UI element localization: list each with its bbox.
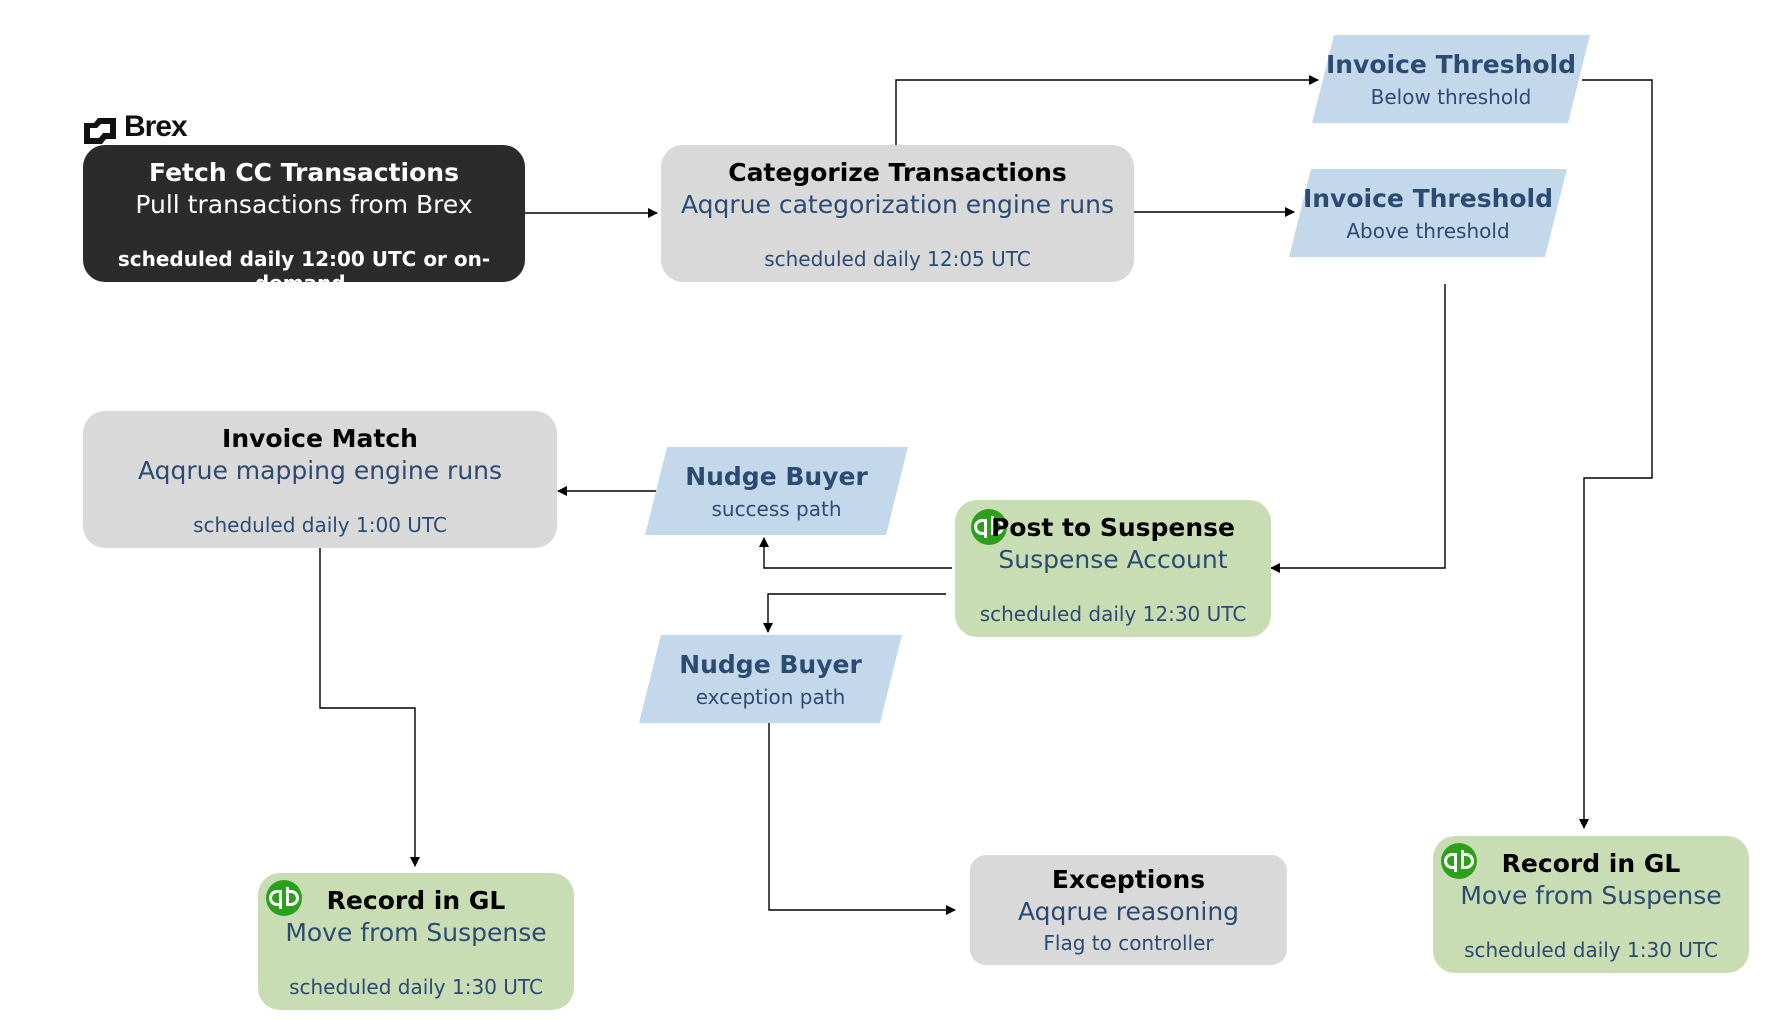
node-invoice-match: Invoice Match Aqqrue mapping engine runs… [83, 411, 557, 548]
quickbooks-icon [266, 880, 302, 916]
decision-threshold-above: Invoice Threshold Above threshold [1289, 169, 1567, 257]
node-subtitle: Aqqrue mapping engine runs [137, 456, 503, 485]
node-title: Record in GL [1501, 849, 1681, 878]
node-fetch-transactions: Fetch CC Transactions Pull transactions … [83, 145, 525, 295]
node-title: Invoice Match [222, 424, 418, 453]
node-schedule: scheduled daily 1:30 UTC [1464, 938, 1718, 962]
node-subtitle: Move from Suspense [285, 918, 547, 947]
node-subtitle: Aqqrue reasoning [1017, 897, 1240, 926]
decision-nudge-success: Nudge Buyer success path [645, 447, 908, 535]
node-schedule: scheduled daily 1:00 UTC [193, 513, 447, 537]
edge-post-suspense-nudge-success [759, 537, 952, 569]
decision-title: Invoice Threshold [1302, 184, 1554, 213]
decision-threshold-below: Invoice Threshold Below threshold [1312, 35, 1590, 123]
decision-subtitle: success path [711, 497, 842, 521]
edge-threshold-above-post-suspense [1270, 284, 1446, 573]
decision-subtitle: exception path [695, 685, 846, 709]
quickbooks-icon [971, 509, 1007, 545]
node-subtitle: Suspense Account [998, 545, 1228, 574]
node-schedule: scheduled daily 12:30 UTC [979, 602, 1247, 626]
edge-nudge-exception-exceptions [768, 722, 956, 915]
brex-logo-text: Brex [124, 110, 188, 143]
node-title: Fetch CC Transactions [149, 158, 459, 187]
node-subtitle: Move from Suspense [1460, 881, 1722, 910]
decision-title: Nudge Buyer [679, 650, 862, 679]
node-subtitle: Pull transactions from Brex [135, 190, 473, 219]
node-detail: Flag to controller [1043, 931, 1214, 955]
decision-subtitle: Below threshold [1370, 85, 1532, 109]
node-record-in-gl-left: Record in GL Move from Suspense schedule… [258, 873, 574, 1010]
edge-post-suspense-nudge-exception [763, 593, 946, 633]
node-schedule: scheduled daily 1:30 UTC [289, 975, 543, 999]
brex-logo-icon [84, 118, 116, 144]
node-exceptions: Exceptions Aqqrue reasoning Flag to cont… [970, 855, 1287, 965]
node-post-to-suspense: Post to Suspense Suspense Account schedu… [955, 500, 1271, 637]
node-schedule: scheduled daily 12:00 UTC or on-demand. [117, 247, 491, 295]
node-subtitle: Aqqrue categorization engine runs [681, 190, 1114, 219]
edge-categorize-threshold-below [895, 75, 1319, 145]
decision-nudge-exception: Nudge Buyer exception path [639, 635, 902, 723]
node-title: Record in GL [326, 886, 506, 915]
node-record-in-gl-right: Record in GL Move from Suspense schedule… [1433, 836, 1749, 973]
decision-title: Nudge Buyer [685, 462, 868, 491]
node-title: Post to Suspense [990, 513, 1236, 542]
node-title: Exceptions [1051, 865, 1206, 894]
decision-subtitle: Above threshold [1346, 219, 1510, 243]
decision-title: Invoice Threshold [1325, 50, 1577, 79]
node-title: Categorize Transactions [728, 158, 1067, 187]
quickbooks-icon [1441, 843, 1477, 879]
edge-threshold-below-record-right [1579, 79, 1653, 829]
edge-invoice-match-record-left [319, 548, 420, 867]
node-categorize-transactions: Categorize Transactions Aqqrue categoriz… [661, 145, 1134, 282]
node-schedule: scheduled daily 12:05 UTC [764, 247, 1031, 271]
